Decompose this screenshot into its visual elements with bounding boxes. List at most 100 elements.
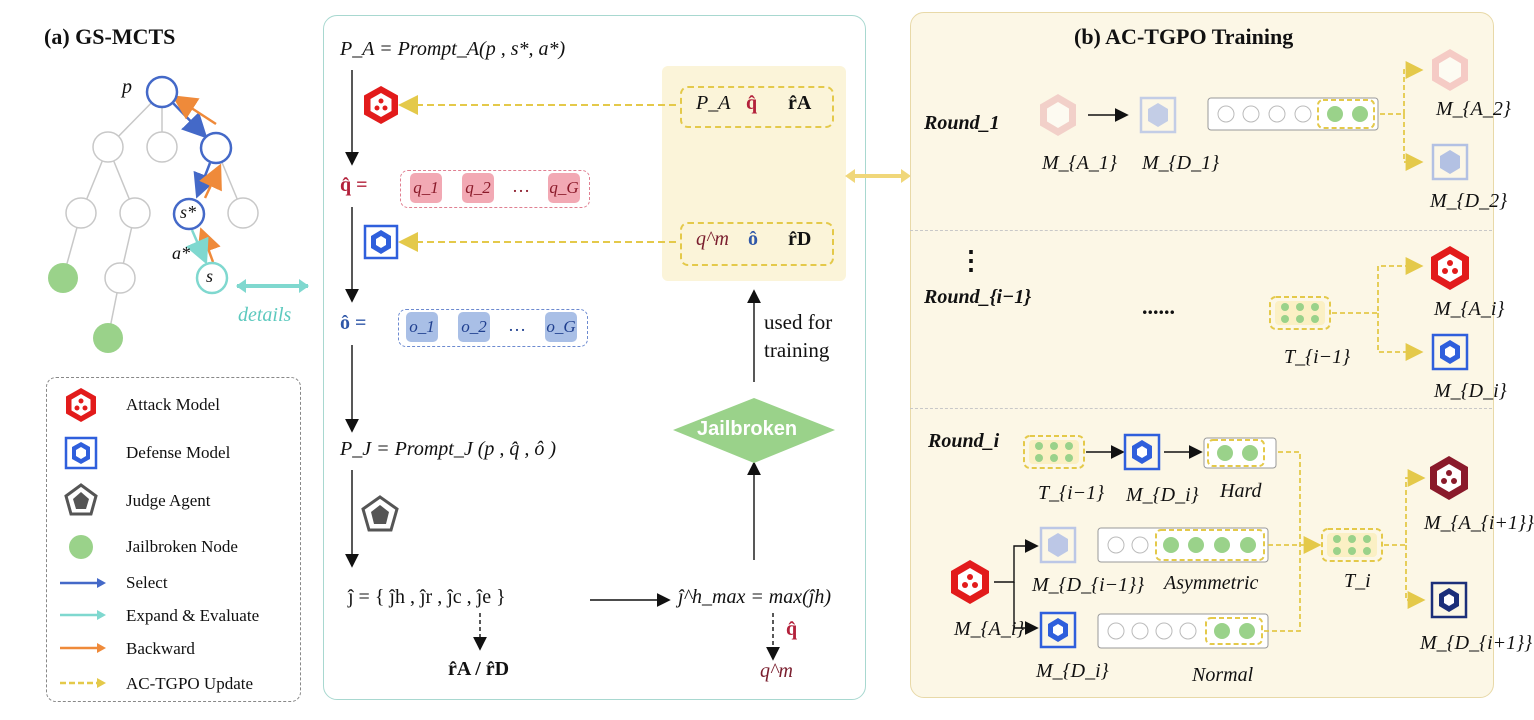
box-q-m: q^m	[696, 228, 729, 250]
label-hard: Hard	[1220, 480, 1262, 502]
legend-backward-label: Backward	[126, 639, 195, 658]
jailbroken-node	[48, 263, 78, 293]
ellipsis: ......	[1142, 294, 1175, 319]
defense-model-icon	[363, 224, 399, 260]
defense-model-icon	[1431, 143, 1469, 181]
root-node	[145, 75, 179, 109]
o-hat-eq: ô =	[340, 312, 367, 334]
tree-label-p: p	[122, 76, 132, 98]
legend-update-label: AC-TGPO Update	[126, 674, 254, 693]
q-hat-down: q̂	[786, 618, 798, 640]
q-group	[400, 170, 590, 208]
label-ma1: M_{A_1}	[1042, 152, 1117, 174]
round-separator	[910, 408, 1492, 409]
defense-model-icon	[1039, 526, 1077, 564]
q-ellipsis: …	[512, 176, 530, 196]
round-1-label: Round_1	[924, 112, 1000, 134]
attack-model-icon	[1432, 49, 1468, 91]
box-pa: P_A	[696, 92, 731, 114]
q-hat-eq: q̂ =	[340, 174, 368, 196]
attack-model-icon	[951, 560, 989, 604]
attack-model-icon	[1040, 94, 1076, 136]
label-mdi-bottom: M_{D_i}	[1036, 660, 1109, 682]
label-ti-1-top: T_{i−1}	[1284, 346, 1351, 368]
s-star-node	[172, 197, 206, 231]
s-node	[195, 261, 229, 295]
o-group	[398, 309, 588, 347]
used-for-training-2: training	[764, 338, 830, 362]
defense-reward-box	[680, 222, 834, 266]
box-q-hat: q̂	[746, 92, 758, 114]
attack-model-icon	[364, 86, 398, 124]
gs-mcts-title: (a) GS-MCTS	[44, 24, 176, 49]
jailbroken-diamond	[673, 398, 835, 463]
label-mai-bottom: M_{A_i}	[954, 618, 1025, 640]
training-panel	[910, 12, 1494, 698]
jailbroken-label: Jailbroken	[697, 418, 798, 440]
vertical-dots: ⋮	[958, 246, 984, 275]
label-maip1: M_{A_{i+1}}	[1424, 512, 1534, 534]
o-ellipsis: …	[508, 315, 526, 335]
defense-model-icon	[1431, 333, 1469, 371]
details-label: details	[238, 304, 292, 326]
expand-arrow-icon	[60, 610, 106, 620]
tree-node	[104, 262, 136, 294]
legend-jailbroken-label: Jailbroken Node	[126, 537, 238, 556]
prompt-j: P_J = Prompt_J (p , q̂ , ô )	[340, 438, 557, 460]
used-for-training-1: used for	[764, 310, 833, 334]
legend-select-label: Select	[126, 573, 168, 592]
legend-icons	[60, 388, 106, 688]
select-arrow-icon	[60, 578, 106, 588]
tree-node	[146, 131, 178, 163]
attack-model-icon	[66, 388, 96, 422]
r-output: r̂A / r̂D	[448, 658, 510, 680]
label-mdim1: M_{D_{i−1}}	[1032, 574, 1145, 596]
round-separator	[910, 230, 1492, 231]
label-mdi-mid: M_{D_i}	[1126, 484, 1199, 506]
defense-model-icon	[1430, 581, 1468, 619]
training-diagram	[951, 49, 1469, 649]
label-ti: T_i	[1344, 570, 1371, 592]
o-item: o_2	[458, 312, 490, 342]
label-mdi-top: M_{D_i}	[1434, 380, 1507, 402]
o-item: o_1	[406, 312, 438, 342]
label-asymmetric: Asymmetric	[1164, 572, 1259, 594]
q-item: q_2	[462, 173, 494, 203]
label-md1: M_{D_1}	[1142, 152, 1220, 174]
jailbroken-node	[93, 323, 123, 353]
tree-label-s: s	[206, 266, 214, 286]
middle-flow	[345, 70, 835, 661]
legend-defense-label: Defense Model	[126, 443, 231, 462]
legend-expand-label: Expand & Evaluate	[126, 606, 260, 625]
label-md2: M_{D_2}	[1430, 190, 1508, 212]
o-item: o_G	[545, 312, 577, 342]
round-i-label: Round_i	[928, 430, 1000, 452]
box-r-d: r̂D	[788, 228, 812, 250]
q-item: q_1	[410, 173, 442, 203]
tree-node	[119, 197, 151, 229]
attack-model-icon	[1431, 246, 1469, 290]
tree-label-s-star: s*	[180, 202, 197, 222]
box-o-hat: ô	[748, 228, 758, 250]
defense-model-icon	[64, 436, 98, 470]
label-ma2: M_{A_2}	[1436, 98, 1511, 120]
label-mai-top: M_{A_i}	[1434, 298, 1505, 320]
attack-reward-box	[680, 86, 834, 128]
tree-label-a-star: a*	[172, 243, 190, 263]
label-ti-1: T_{i−1}	[1038, 482, 1105, 504]
update-arrow-icon	[60, 678, 106, 688]
defense-model-icon	[1039, 611, 1077, 649]
legend-attack-label: Attack Model	[126, 395, 220, 414]
label-normal: Normal	[1192, 664, 1254, 686]
backward-arrow-icon	[60, 643, 106, 653]
legend-judge-label: Judge Agent	[126, 491, 211, 510]
defense-model-icon	[1123, 433, 1161, 471]
reward-box-bg	[662, 66, 846, 281]
selected-node	[199, 131, 233, 165]
attack-model-icon	[1430, 456, 1468, 500]
q-item: q_G	[548, 173, 580, 203]
round-i-minus-1-label: Round_{i−1}	[924, 286, 1032, 308]
q-m: q^m	[760, 660, 793, 682]
ac-tgpo-title: (b) AC-TGPO Training	[1074, 24, 1294, 49]
panel-link-arrow	[845, 169, 911, 183]
